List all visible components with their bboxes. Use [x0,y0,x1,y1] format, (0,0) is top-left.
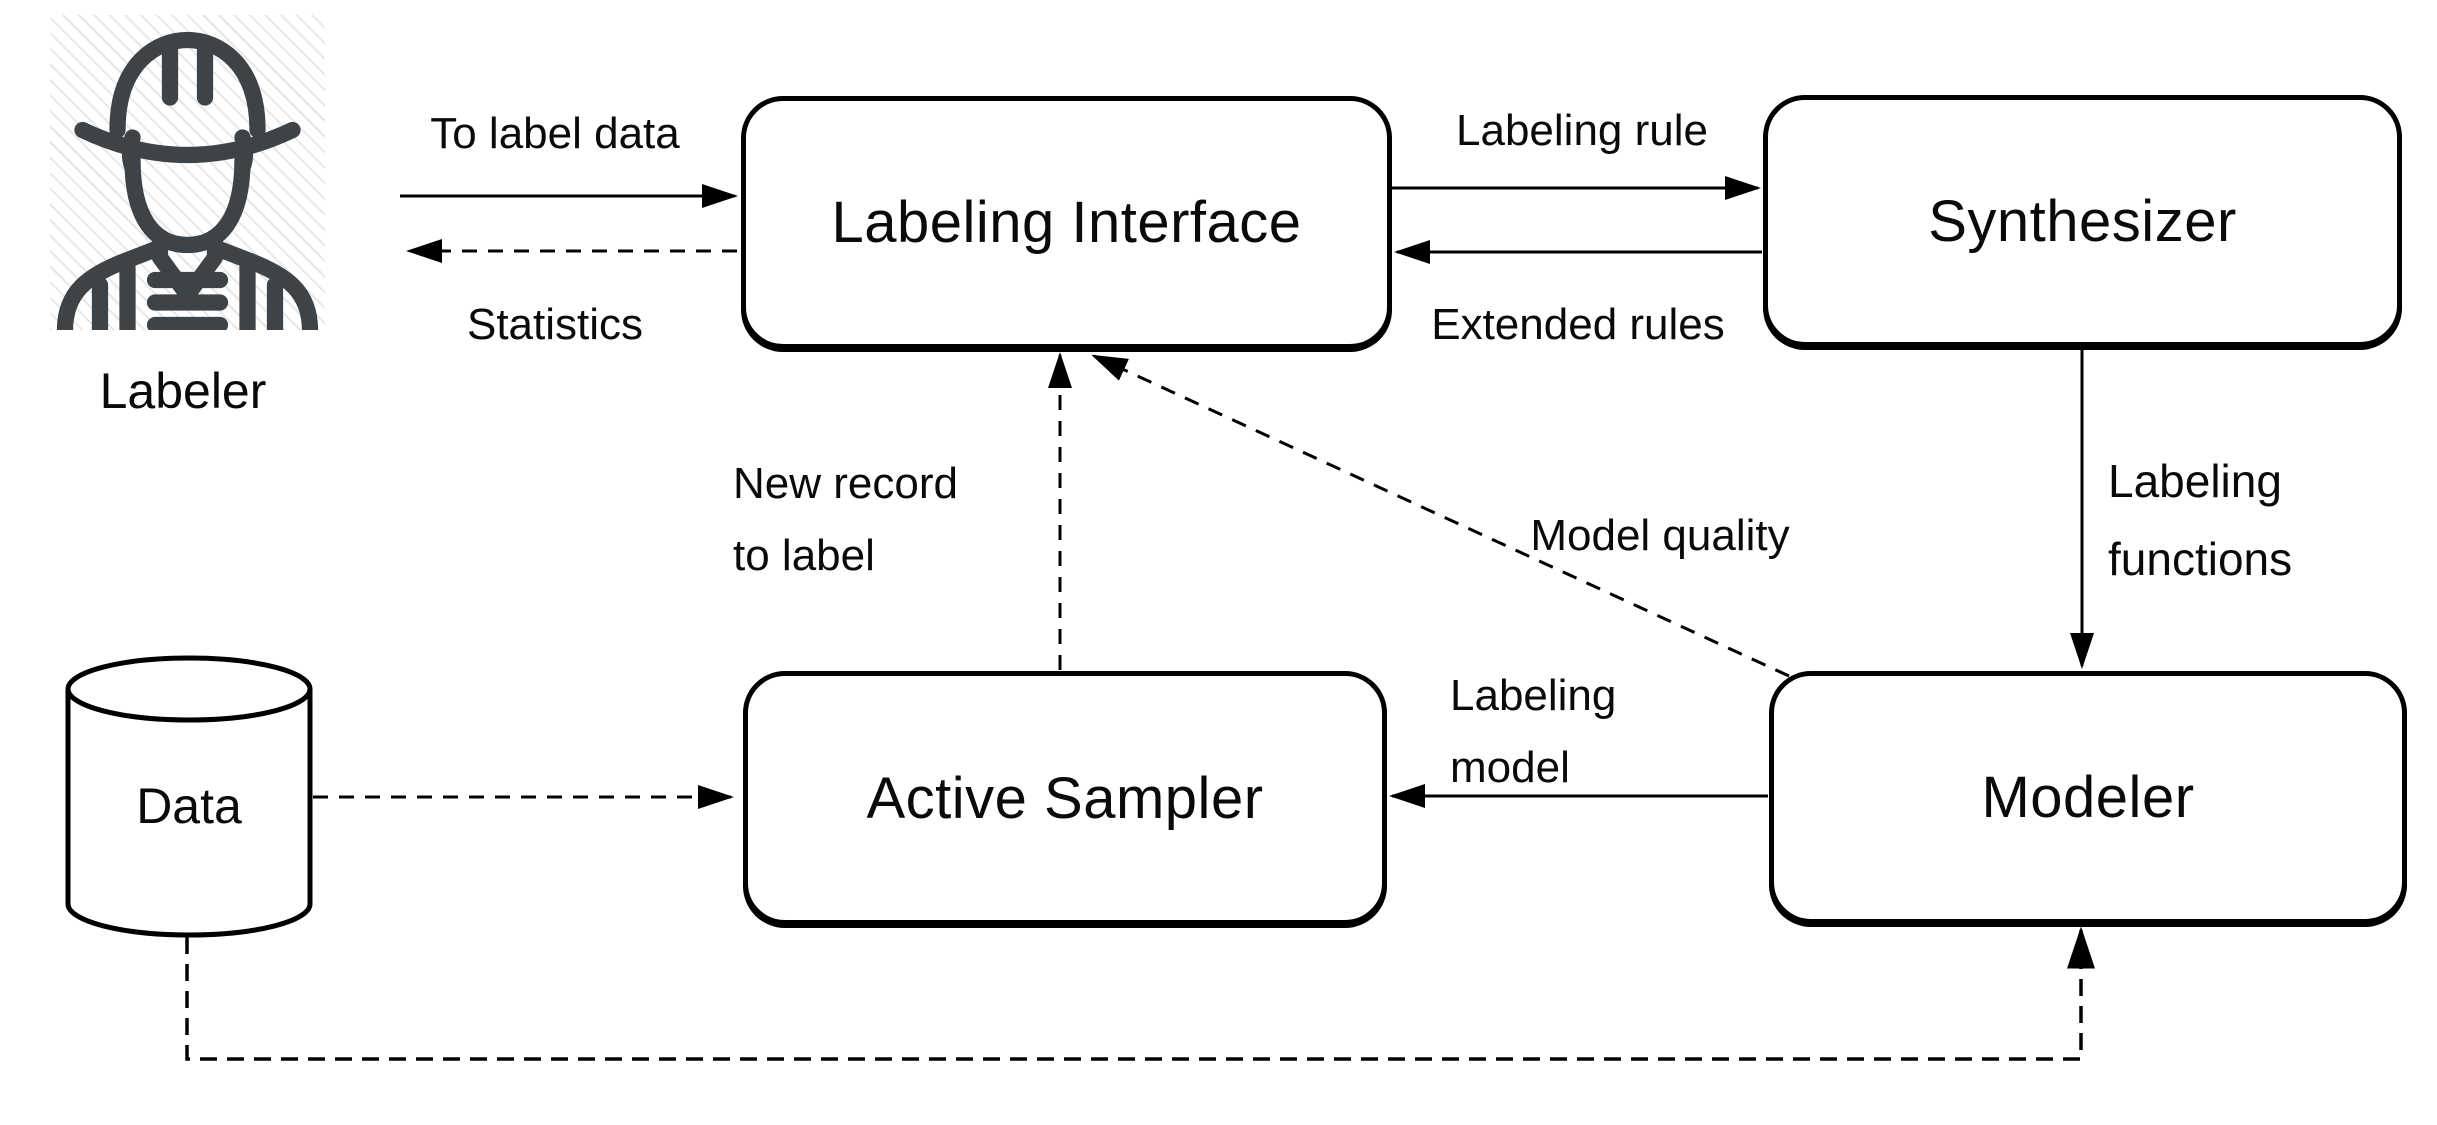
node-active-sampler: Active Sampler [743,671,1387,925]
edge-label-labeling-model-line2: model [1450,743,1570,792]
edge-label-to-label-data: To label data [430,109,680,158]
edge-label-labeling-functions: Labeling functions [2108,442,2292,598]
edge-label-extended-rules: Extended rules [1431,300,1725,349]
edge-label-labeling-rule: Labeling rule [1456,106,1708,155]
edge-label-statistics: Statistics [466,300,644,349]
labeler-icon [50,15,325,330]
edge-label-new-record-line1: New record [733,459,958,508]
edge-label-model-quality: Model quality [1530,511,1790,560]
node-modeler-label: Modeler [1981,765,2195,830]
edge-label-labeling-model: Labeling model [1450,660,1616,804]
edge-label-labeling-model-line1: Labeling [1450,671,1617,720]
edge-model-quality [1091,354,1790,678]
data-cylinder-shape [65,655,313,938]
edge-label-new-record: New record to label [733,448,958,592]
edge-label-new-record-line2: to label [733,531,875,580]
node-labeling-interface: Labeling Interface [741,96,1392,349]
data-store-caption: Data [136,778,242,834]
node-active-sampler-label: Active Sampler [866,765,1264,831]
edge-label-labeling-functions-line1: Labeling [2108,455,2282,507]
construction-worker-icon [56,31,319,330]
node-synthesizer: Synthesizer [1763,95,2402,347]
node-modeler: Modeler [1769,671,2407,924]
node-labeling-interface-label: Labeling Interface [831,190,1302,255]
edge-label-labeling-functions-line2: functions [2108,533,2293,585]
node-synthesizer-label: Synthesizer [1928,188,2237,254]
edge-data-to-modeler [185,926,2095,1061]
labeler-caption: Labeler [99,363,267,419]
